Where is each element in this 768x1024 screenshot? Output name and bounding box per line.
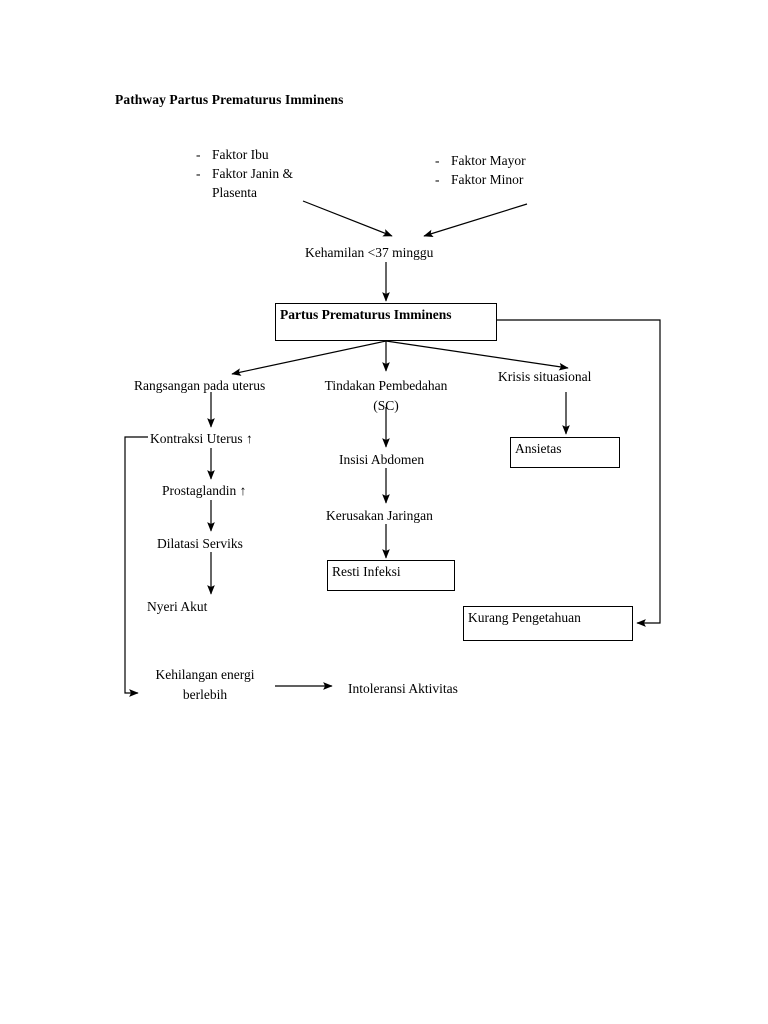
list-item-label: Faktor Minor	[451, 172, 524, 188]
list-bullet: -	[435, 153, 440, 168]
arrow-faktor-mayor-to-kehamilan	[423, 203, 528, 238]
arrow-ppi-to-krisis	[385, 340, 569, 371]
node-kontraksi-uterus: Kontraksi Uterus ↑	[150, 431, 253, 446]
list-item-label: Faktor Janin & Plasenta	[212, 166, 293, 201]
node-prostaglandin: Prostaglandin ↑	[162, 483, 247, 498]
list-item: - Faktor Minor	[435, 170, 526, 189]
node-kehamilan: Kehamilan <37 minggu	[305, 245, 434, 260]
node-kurang-pengetahuan-box: Kurang Pengetahuan	[463, 606, 633, 641]
list-item: - Faktor Janin & Plasenta	[196, 164, 293, 202]
node-kerusakan-jaringan: Kerusakan Jaringan	[326, 508, 433, 523]
arrow-faktor-ibu-to-kehamilan	[302, 200, 393, 237]
node-rangsangan-pada-uterus: Rangsangan pada uterus	[134, 378, 266, 393]
faktor-ibu-janin-list: - Faktor Ibu - Faktor Janin & Plasenta	[196, 145, 293, 202]
list-item: - Faktor Mayor	[435, 151, 526, 170]
arrow-ppi-to-rangsangan	[231, 340, 387, 376]
node-ansietas-box: Ansietas	[510, 437, 620, 468]
node-partus-prematurus-imminens-box: Partus Prematurus Imminens	[275, 303, 497, 341]
list-item-label: Faktor Mayor	[451, 153, 526, 168]
list-bullet: -	[196, 166, 201, 182]
list-item: - Faktor Ibu	[196, 145, 293, 164]
node-intoleransi-aktivitas: Intoleransi Aktivitas	[348, 681, 458, 696]
faktor-mayor-minor-list: - Faktor Mayor - Faktor Minor	[435, 151, 526, 189]
node-insisi-abdomen: Insisi Abdomen	[339, 452, 425, 467]
node-tindakan-pembedahan: Tindakan Pembedahan (SC)	[324, 378, 448, 413]
node-nyeri-akut: Nyeri Akut	[147, 599, 208, 614]
list-bullet: -	[435, 172, 440, 188]
arrow-kontraksi-to-kehilangan	[124, 436, 148, 697]
arrow-ppi-to-kurang-pengetahuan	[497, 319, 661, 627]
node-kehilangan-energi: Kehilangan energi berlebih	[155, 667, 255, 702]
node-resti-infeksi-box: Resti Infeksi	[327, 560, 455, 591]
list-bullet: -	[196, 147, 201, 162]
list-item-label: Faktor Ibu	[212, 147, 269, 162]
node-dilatasi-serviks: Dilatasi Serviks	[157, 536, 243, 551]
node-krisis-situasional: Krisis situasional	[498, 369, 592, 384]
page-title: Pathway Partus Prematurus Imminens	[115, 92, 344, 107]
